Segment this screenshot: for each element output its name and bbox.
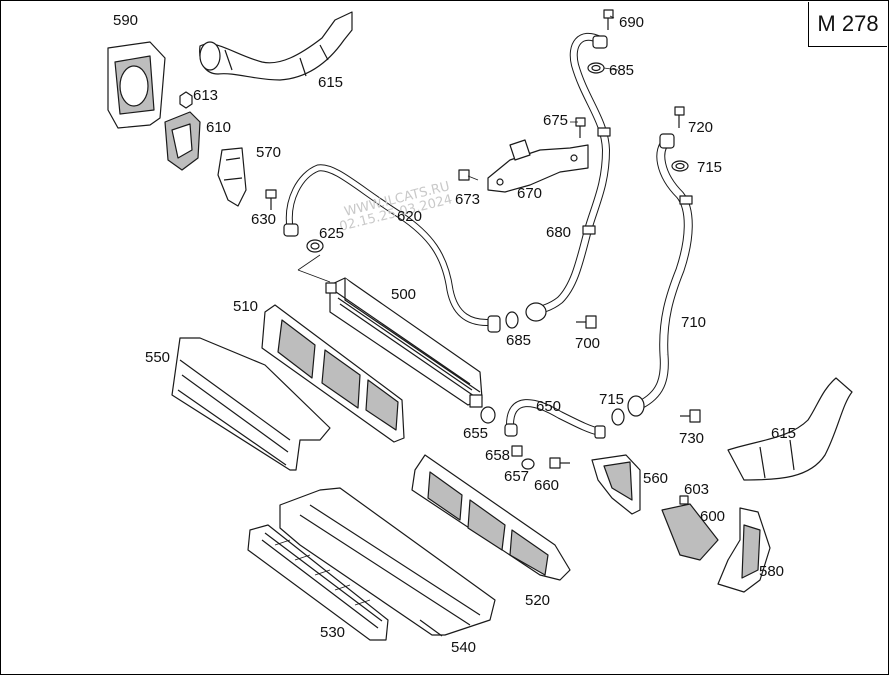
callout-label[interactable]: 610 xyxy=(206,119,232,136)
part-600-cover xyxy=(661,503,719,561)
part-710-pipe xyxy=(627,133,693,417)
callout-label[interactable]: 658 xyxy=(485,447,511,464)
part-657-washer xyxy=(521,458,535,470)
callout-label[interactable]: 540 xyxy=(451,639,477,656)
leader-lines xyxy=(297,15,619,283)
callout-label[interactable]: 675 xyxy=(543,112,569,129)
part-560-bracket xyxy=(591,454,641,515)
part-715-seal-top xyxy=(671,160,689,172)
part-670-bracket xyxy=(487,139,589,193)
part-658-cap xyxy=(511,445,523,457)
part-625-oring xyxy=(306,239,324,253)
part-680-pipe xyxy=(525,32,611,322)
part-700-bolt xyxy=(576,315,597,329)
callout-label[interactable]: 620 xyxy=(397,208,423,225)
callout-label[interactable]: 625 xyxy=(319,225,345,242)
part-520-frame xyxy=(411,454,571,581)
callout-label[interactable]: 690 xyxy=(619,14,645,31)
callout-label[interactable]: 715 xyxy=(697,159,723,176)
part-715-seal-lower xyxy=(611,408,625,426)
part-500-intercooler xyxy=(325,277,483,408)
callout-label[interactable]: 700 xyxy=(575,335,601,352)
callout-label[interactable]: 580 xyxy=(759,563,785,580)
callout-label[interactable]: 655 xyxy=(463,425,489,442)
callout-label[interactable]: 657 xyxy=(504,468,530,485)
callout-label[interactable]: 670 xyxy=(517,185,543,202)
callout-label[interactable]: 613 xyxy=(193,87,219,104)
part-610-cover xyxy=(164,111,201,171)
callout-label[interactable]: 673 xyxy=(455,191,481,208)
part-613-nut xyxy=(179,91,193,109)
part-510-frame xyxy=(261,304,405,443)
part-685-seal-lower xyxy=(505,311,519,329)
callout-label[interactable]: 570 xyxy=(256,144,282,161)
part-590-air-guide xyxy=(107,41,166,129)
part-540-shroud xyxy=(279,487,496,637)
callout-label[interactable]: 710 xyxy=(681,314,707,331)
callout-label[interactable]: 660 xyxy=(534,477,560,494)
part-673-clip xyxy=(458,169,470,181)
model-code-badge: M 278 xyxy=(808,2,887,47)
part-690-bolt xyxy=(603,9,614,30)
callout-label[interactable]: 715 xyxy=(599,391,625,408)
part-630-bolt xyxy=(265,189,277,210)
callout-label[interactable]: 720 xyxy=(688,119,714,136)
callout-label[interactable]: 685 xyxy=(609,62,635,79)
part-570-bracket xyxy=(217,147,247,207)
callout-label[interactable]: 590 xyxy=(113,12,139,29)
callout-label[interactable]: 560 xyxy=(643,470,669,487)
callout-label[interactable]: 510 xyxy=(233,298,259,315)
part-720-bolt xyxy=(674,106,685,128)
callout-label[interactable]: 630 xyxy=(251,211,277,228)
part-685-seal-top xyxy=(587,62,605,74)
part-650-pipe xyxy=(504,399,606,439)
part-660-bolt xyxy=(549,457,570,469)
callout-label[interactable]: 650 xyxy=(536,398,562,415)
part-730-bolt xyxy=(680,409,701,423)
callout-label[interactable]: 550 xyxy=(145,349,171,366)
callout-label[interactable]: 615 xyxy=(771,425,797,442)
part-580-guide xyxy=(717,507,771,593)
callout-label[interactable]: 520 xyxy=(525,592,551,609)
callout-label[interactable]: 600 xyxy=(700,508,726,525)
part-675-bolt xyxy=(575,117,586,138)
part-620-pipe xyxy=(283,164,501,333)
callout-label[interactable]: 603 xyxy=(684,481,710,498)
part-655-seal xyxy=(480,406,496,424)
part-550-panel xyxy=(171,337,331,471)
part-530-grille xyxy=(247,524,389,641)
part-603-clip xyxy=(679,495,689,505)
callout-label[interactable]: 615 xyxy=(318,74,344,91)
callout-label[interactable]: 685 xyxy=(506,332,532,349)
callout-label[interactable]: 530 xyxy=(320,624,346,641)
callout-label[interactable]: 680 xyxy=(546,224,572,241)
callout-label[interactable]: 730 xyxy=(679,430,705,447)
part-615-upper-hose xyxy=(199,11,353,81)
part-615-lower-hose xyxy=(727,377,853,481)
callout-label[interactable]: 500 xyxy=(391,286,417,303)
